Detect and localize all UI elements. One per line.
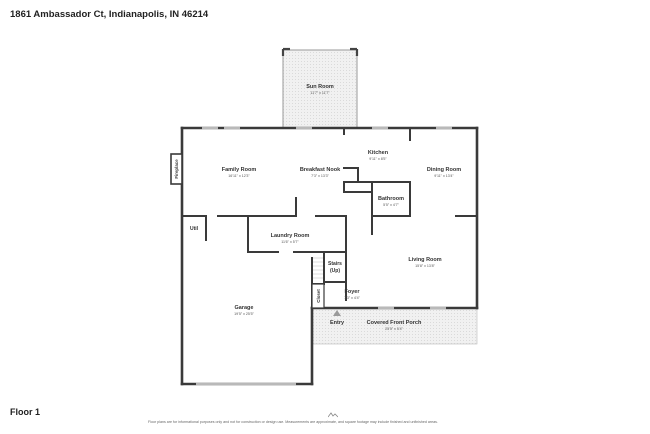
brand-logo-icon bbox=[328, 412, 338, 418]
garage-dim: 19'5" x 25'5" bbox=[234, 312, 254, 316]
foyer-dim: 7'3" x 4'4" bbox=[344, 296, 360, 300]
util-label: Util bbox=[190, 226, 199, 232]
stairs-label: Stairs bbox=[328, 261, 342, 267]
entry-label: Entry bbox=[330, 320, 345, 326]
sun-room-name: Sun Room bbox=[306, 84, 334, 90]
disclaimer-text: Floor plans are for informational purpos… bbox=[148, 420, 438, 424]
laundry-room-name: Laundry Room bbox=[271, 233, 310, 239]
bathroom-name: Bathroom bbox=[378, 196, 404, 202]
closet-label: Closet bbox=[316, 289, 321, 303]
kitchen-name: Kitchen bbox=[368, 150, 389, 156]
sun-room-floor bbox=[283, 50, 357, 128]
covered-porch-name: Covered Front Porch bbox=[367, 320, 422, 326]
interior-walls bbox=[181, 127, 478, 309]
covered-porch-dim: 25'5" x 5'4" bbox=[385, 327, 403, 331]
property-address: 1861 Ambassador Ct, Indianapolis, IN 462… bbox=[10, 9, 209, 20]
bathroom-dim: 5'5" x 4'7" bbox=[383, 203, 399, 207]
floor-label: Floor 1 bbox=[10, 407, 41, 417]
living-room-name: Living Room bbox=[408, 257, 441, 263]
entry-marker-icon bbox=[333, 310, 341, 316]
sun-room-corners bbox=[281, 47, 359, 56]
sun-room-outline bbox=[282, 49, 358, 128]
stairs-hatch bbox=[313, 257, 323, 279]
stairs-up-label: (Up) bbox=[330, 268, 340, 274]
fireplace-box bbox=[170, 153, 183, 185]
foyer-name: Foyer bbox=[345, 289, 361, 295]
sun-room-dim: 11'7" x 11'7" bbox=[310, 91, 330, 95]
laundry-room-dim: 11'6" x 5'7" bbox=[281, 240, 299, 244]
living-room-dim: 15'8" x 13'8" bbox=[415, 264, 435, 268]
breakfast-nook-name: Breakfast Nook bbox=[300, 167, 341, 173]
garage-name: Garage bbox=[235, 305, 254, 311]
closet-box bbox=[311, 283, 325, 309]
windows bbox=[196, 126, 452, 386]
dining-room-dim: 9'11" x 13'4" bbox=[434, 174, 454, 178]
breakfast-nook-dim: 7'3" x 13'3" bbox=[311, 174, 329, 178]
dining-room-name: Dining Room bbox=[427, 167, 461, 173]
kitchen-dim: 9'11" x 8'5" bbox=[369, 157, 387, 161]
family-room-dim: 16'11" x 12'3" bbox=[228, 174, 250, 178]
family-room-name: Family Room bbox=[222, 167, 257, 173]
fireplace-label: Fireplace bbox=[174, 159, 179, 179]
